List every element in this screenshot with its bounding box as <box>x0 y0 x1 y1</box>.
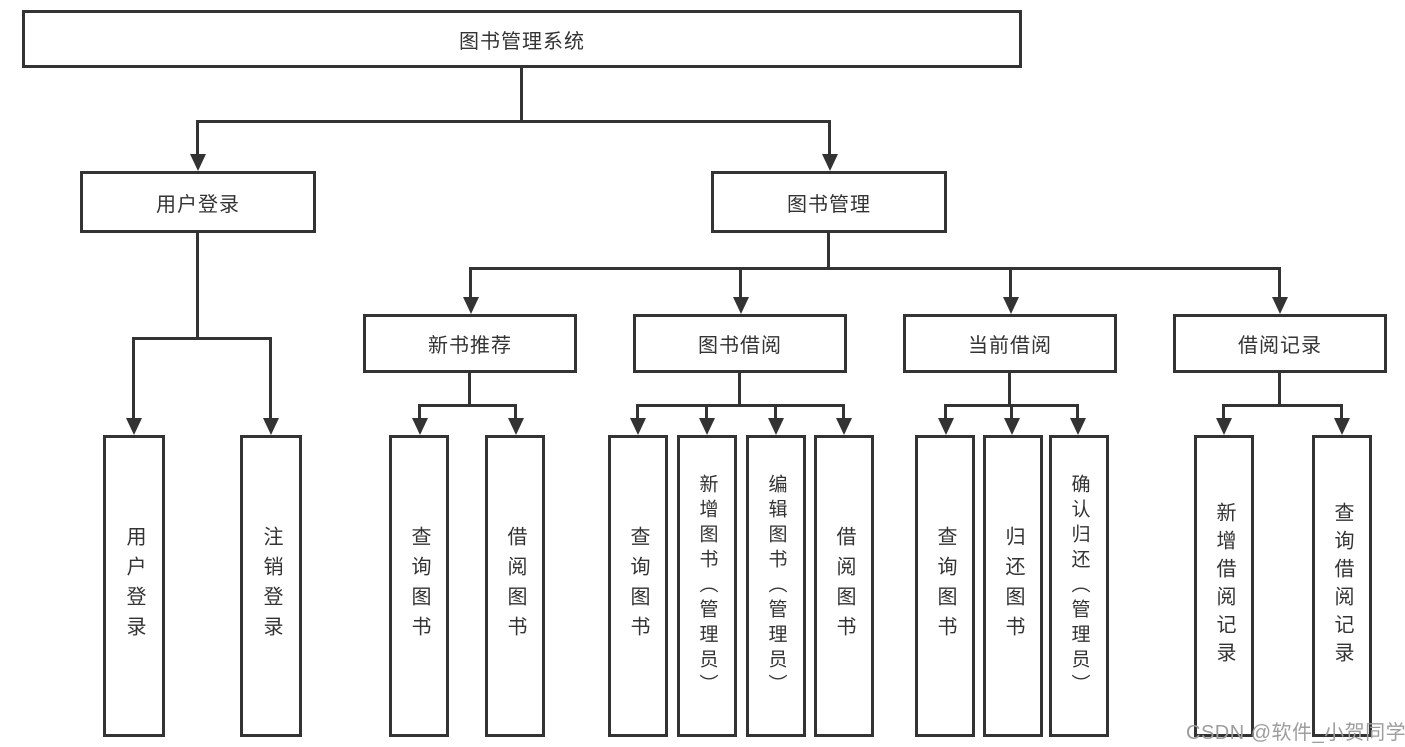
arrowhead-icon <box>630 418 646 435</box>
leaf-return-books: 归还图书 <box>983 435 1043 737</box>
connector-line <box>418 404 421 419</box>
leaf-add-books-admin-label: 新增图书（管理员） <box>696 473 718 699</box>
leaf-newbooks-query-books-label: 查询图书 <box>408 526 430 646</box>
connector-line <box>739 267 742 298</box>
leaf-confirm-return-admin: 确认归还（管理员） <box>1049 435 1109 737</box>
arrowhead-icon <box>1272 297 1288 314</box>
connector-line <box>418 404 516 407</box>
arrowhead-icon <box>1003 297 1019 314</box>
node-new-book-recommend: 新书推荐 <box>363 314 577 373</box>
connector-line <box>269 337 272 419</box>
node-new-book-recommend-label: 新书推荐 <box>428 335 512 357</box>
arrowhead-icon <box>412 418 428 435</box>
arrowhead-icon <box>1004 418 1020 435</box>
node-current-borrow: 当前借阅 <box>903 314 1117 373</box>
connector-line <box>1278 373 1281 405</box>
connector-line <box>468 373 471 405</box>
arrowhead-icon <box>836 418 852 435</box>
node-user-login-label: 用户登录 <box>156 193 240 216</box>
connector-line <box>1340 404 1343 419</box>
connector-line <box>469 267 472 298</box>
node-root-label: 图书管理系统 <box>459 30 585 53</box>
arrowhead-icon <box>768 418 784 435</box>
connector-line <box>1076 404 1079 419</box>
connector-line <box>196 120 831 123</box>
leaf-newbooks-borrow-books: 借阅图书 <box>485 435 545 737</box>
connector-line <box>1222 404 1225 419</box>
connector-line <box>196 233 199 337</box>
connector-line <box>636 404 639 419</box>
leaf-return-books-label: 归还图书 <box>1002 526 1024 646</box>
arrowhead-icon <box>1070 418 1086 435</box>
connector-line <box>1009 267 1012 298</box>
node-current-borrow-label: 当前借阅 <box>968 335 1052 357</box>
leaf-borrow-query-books: 查询图书 <box>608 435 668 737</box>
leaf-query-borrow-record-label: 查询借阅记录 <box>1331 502 1353 670</box>
connector-line <box>1010 404 1013 419</box>
leaf-borrow-query-books-label: 查询图书 <box>627 526 649 646</box>
node-book-borrow: 图书借阅 <box>633 314 847 373</box>
leaf-borrow-books: 借阅图书 <box>814 435 874 737</box>
arrowhead-icon <box>126 418 142 435</box>
leaf-logout-label: 注销登录 <box>260 526 282 646</box>
leaf-query-borrow-record: 查询借阅记录 <box>1312 435 1372 737</box>
connector-line <box>828 120 831 156</box>
leaf-edit-books-admin-label: 编辑图书（管理员） <box>765 473 787 699</box>
node-book-management: 图书管理 <box>711 171 947 233</box>
arrowhead-icon <box>1334 418 1350 435</box>
leaf-current-query-books: 查询图书 <box>915 435 975 737</box>
connector-line <box>1222 404 1342 407</box>
connector-line <box>738 373 741 405</box>
leaf-newbooks-borrow-books-label: 借阅图书 <box>504 526 526 646</box>
connector-line <box>944 404 947 419</box>
connector-line <box>842 404 845 419</box>
leaf-add-borrow-record-label: 新增借阅记录 <box>1213 502 1235 670</box>
leaf-add-books-admin: 新增图书（管理员） <box>677 435 737 737</box>
connector-line <box>1008 373 1011 405</box>
arrowhead-icon <box>263 418 279 435</box>
csdn-watermark: CSDN @软件_小贺同学 <box>1186 722 1405 744</box>
connector-line <box>196 120 199 156</box>
arrowhead-icon <box>822 154 838 171</box>
connector-line <box>469 267 1281 270</box>
leaf-edit-books-admin: 编辑图书（管理员） <box>746 435 806 737</box>
node-book-management-label: 图书管理 <box>787 193 871 216</box>
leaf-borrow-books-label: 借阅图书 <box>833 526 855 646</box>
leaf-logout: 注销登录 <box>240 435 302 737</box>
connector-line <box>514 404 517 419</box>
node-user-login: 用户登录 <box>80 171 316 233</box>
node-borrow-records-label: 借阅记录 <box>1238 335 1322 357</box>
connector-line <box>827 233 830 268</box>
arrowhead-icon <box>699 418 715 435</box>
connector-line <box>132 337 135 419</box>
leaf-newbooks-query-books: 查询图书 <box>389 435 449 737</box>
arrowhead-icon <box>733 297 749 314</box>
connector-line <box>132 337 272 340</box>
arrowhead-icon <box>508 418 524 435</box>
node-book-borrow-label: 图书借阅 <box>698 335 782 357</box>
leaf-add-borrow-record: 新增借阅记录 <box>1194 435 1254 737</box>
leaf-confirm-return-admin-label: 确认归还（管理员） <box>1068 473 1090 699</box>
arrowhead-icon <box>1216 418 1232 435</box>
leaf-current-query-books-label: 查询图书 <box>934 526 956 646</box>
leaf-user-login-label: 用户登录 <box>123 526 145 646</box>
connector-line <box>774 404 777 419</box>
node-borrow-records: 借阅记录 <box>1173 314 1387 373</box>
connector-line <box>705 404 708 419</box>
connector-line <box>520 68 523 121</box>
arrowhead-icon <box>463 297 479 314</box>
arrowhead-icon <box>938 418 954 435</box>
connector-line <box>1278 267 1281 298</box>
connector-line <box>636 404 844 407</box>
arrowhead-icon <box>190 154 206 171</box>
leaf-user-login: 用户登录 <box>103 435 165 737</box>
node-root: 图书管理系统 <box>22 10 1022 68</box>
